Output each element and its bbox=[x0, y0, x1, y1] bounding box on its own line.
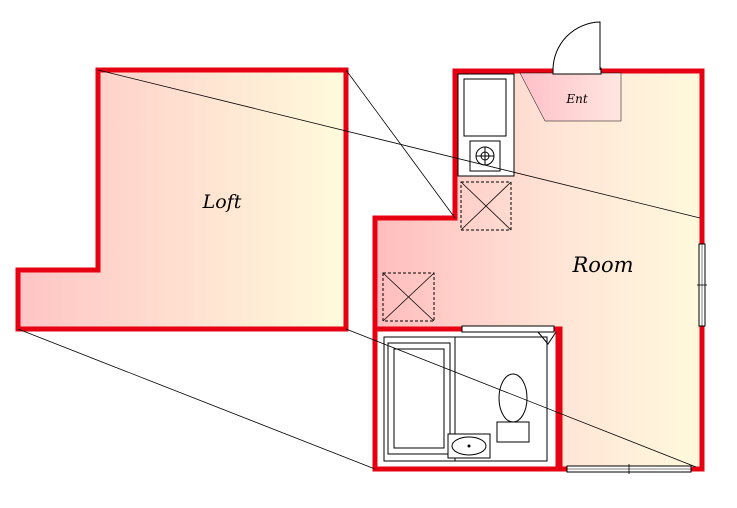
toilet bbox=[496, 373, 530, 443]
loft-label: Loft bbox=[202, 191, 242, 213]
closet-upper bbox=[460, 181, 512, 231]
bathroom-unit bbox=[372, 325, 561, 472]
room-label: Room bbox=[571, 253, 633, 277]
window-bottom bbox=[566, 464, 692, 474]
loft-projection-lines bbox=[17, 69, 701, 470]
kitchen-unit bbox=[457, 73, 515, 177]
loft-area bbox=[15, 67, 349, 332]
entrance-label: Ent bbox=[565, 92, 587, 106]
kitchen-sink bbox=[463, 78, 507, 137]
closet-lower bbox=[382, 272, 435, 322]
washbasin bbox=[447, 433, 491, 459]
entrance bbox=[519, 21, 622, 122]
window-right bbox=[697, 243, 707, 327]
entrance-door bbox=[552, 21, 601, 71]
